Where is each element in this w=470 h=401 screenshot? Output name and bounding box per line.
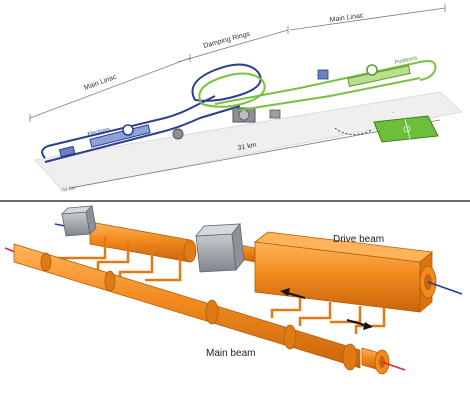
positron-accelerator-section bbox=[347, 65, 411, 87]
main-beam-direction-arrow bbox=[346, 319, 373, 330]
drive-beam-tube bbox=[54, 221, 463, 313]
scale-inset: ~ bbox=[334, 110, 439, 143]
electron-linac bbox=[41, 95, 241, 163]
damping-rings bbox=[191, 63, 266, 108]
label-main-linac-left: Main Linac bbox=[83, 74, 118, 92]
label-scale: ~11 km bbox=[59, 185, 76, 194]
electron-pod bbox=[122, 124, 134, 136]
label-electrons: Electrons bbox=[87, 127, 111, 138]
main-beam-tube bbox=[4, 243, 406, 375]
quadrupole-module-center bbox=[195, 222, 245, 273]
label-drive-beam: Drive beam bbox=[333, 234, 384, 245]
label-positrons: Positrons bbox=[394, 55, 418, 66]
positron-source-block bbox=[317, 69, 329, 80]
ground-plane bbox=[34, 91, 464, 191]
central-detector bbox=[172, 107, 281, 140]
electron-accelerator-section bbox=[89, 124, 151, 148]
label-inset: ~ bbox=[392, 110, 395, 115]
label-main-beam: Main beam bbox=[206, 348, 255, 359]
drive-beam-direction-arrow bbox=[280, 288, 306, 299]
bottom-panel: Drive beam Main beam bbox=[4, 205, 463, 375]
positron-linac bbox=[214, 60, 437, 111]
quadrupole-module-left bbox=[60, 205, 97, 237]
label-damping-rings: Damping Rings bbox=[203, 31, 252, 50]
top-panel: Main Linac Damping Rings Main Linac 31 k… bbox=[29, 4, 464, 194]
label-length: 31 km bbox=[237, 142, 257, 152]
positron-pod bbox=[366, 64, 378, 76]
label-main-linac-right: Main Linac bbox=[329, 12, 364, 24]
electron-source-block bbox=[58, 145, 76, 158]
